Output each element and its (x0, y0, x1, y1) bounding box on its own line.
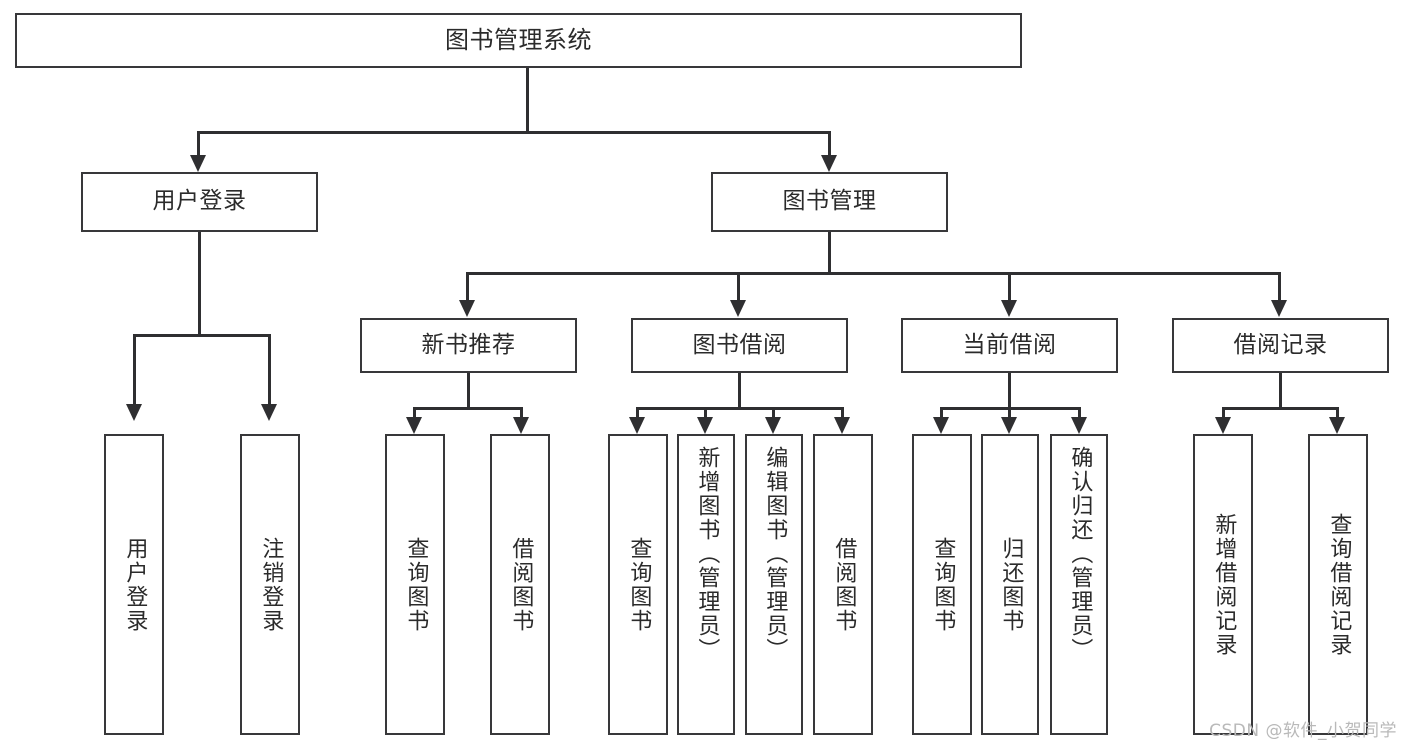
leaf-nb-query-book[interactable]: 查询图书 (385, 434, 445, 735)
arrow-to-borrow-record (1271, 300, 1287, 317)
arrow-bb-leaf-1 (697, 417, 713, 434)
node-book-management[interactable]: 图书管理 (711, 172, 948, 232)
edge-root-bus (197, 131, 831, 134)
edge-cb-leaf-1 (1008, 407, 1011, 419)
edge-bb-leaf-3 (841, 407, 844, 419)
arrow-cb-leaf-1 (1001, 417, 1017, 434)
arrow-br-leaf-1 (1329, 417, 1345, 434)
arrow-nb-leaf-0 (406, 417, 422, 434)
edge-bb-leaf-2 (772, 407, 775, 419)
edge-root-stem (526, 68, 529, 131)
arrow-to-book-mgmt (821, 155, 837, 172)
node-label: 注销登录 (258, 536, 284, 633)
leaf-bb-edit-book[interactable]: 编辑图书（管理员） (745, 434, 803, 735)
node-label: 图书管理系统 (445, 26, 592, 55)
edge-to-new-book (466, 272, 469, 302)
arrow-to-leaf-user-login (126, 404, 142, 421)
edge-nb-leaf-0 (413, 407, 416, 419)
edge-to-borrow-record (1278, 272, 1281, 302)
node-new-book-recommend[interactable]: 新书推荐 (360, 318, 577, 373)
node-label: 借阅图书 (508, 536, 534, 633)
edge-to-current-borrow (1008, 272, 1011, 302)
arrow-br-leaf-0 (1215, 417, 1231, 434)
leaf-user-login[interactable]: 用户登录 (104, 434, 164, 735)
node-label: 借阅记录 (1233, 331, 1328, 358)
leaf-nb-borrow-book[interactable]: 借阅图书 (490, 434, 550, 735)
edge-borrow-record-bus (1222, 407, 1339, 410)
edge-to-leaf-logout (268, 334, 271, 406)
edge-user-login-bus (133, 334, 270, 337)
node-label: 查询图书 (403, 536, 429, 633)
node-user-login[interactable]: 用户登录 (81, 172, 318, 232)
leaf-br-query-record[interactable]: 查询借阅记录 (1308, 434, 1368, 735)
node-label: 借阅图书 (831, 536, 857, 633)
node-current-borrow[interactable]: 当前借阅 (901, 318, 1118, 373)
node-root-system[interactable]: 图书管理系统 (15, 13, 1022, 68)
node-label: 确认归还（管理员） (1067, 446, 1093, 662)
leaf-cb-return-book[interactable]: 归还图书 (981, 434, 1039, 735)
edge-to-book-borrow (737, 272, 740, 302)
node-label: 新增借阅记录 (1211, 512, 1237, 657)
edge-borrow-record-stem (1279, 373, 1282, 407)
node-label: 用户登录 (122, 536, 148, 633)
arrow-to-book-borrow (730, 300, 746, 317)
arrow-cb-leaf-2 (1071, 417, 1087, 434)
arrow-to-user-login (190, 155, 206, 172)
node-label: 编辑图书（管理员） (762, 446, 788, 662)
leaf-cb-confirm-return[interactable]: 确认归还（管理员） (1050, 434, 1108, 735)
edge-book-borrow-stem (738, 373, 741, 407)
leaf-br-add-record[interactable]: 新增借阅记录 (1193, 434, 1253, 735)
edge-root-to-book-mgmt (828, 131, 831, 157)
edge-to-leaf-user-login (133, 334, 136, 406)
node-label: 查询图书 (930, 536, 956, 633)
arrow-nb-leaf-1 (513, 417, 529, 434)
edge-new-book-bus (413, 407, 523, 410)
edge-cb-leaf-2 (1078, 407, 1081, 419)
node-label: 新增图书（管理员） (694, 446, 720, 662)
leaf-bb-add-book[interactable]: 新增图书（管理员） (677, 434, 735, 735)
edge-current-borrow-stem (1008, 373, 1011, 407)
arrow-to-current-borrow (1001, 300, 1017, 317)
arrow-cb-leaf-0 (933, 417, 949, 434)
arrow-bb-leaf-0 (629, 417, 645, 434)
edge-bb-leaf-0 (636, 407, 639, 419)
edge-nb-leaf-1 (520, 407, 523, 419)
node-book-borrow[interactable]: 图书借阅 (631, 318, 848, 373)
node-label: 用户登录 (152, 188, 247, 215)
node-label: 归还图书 (998, 536, 1024, 633)
node-label: 图书管理 (782, 188, 877, 215)
edge-new-book-stem (467, 373, 470, 407)
node-label: 查询借阅记录 (1326, 512, 1352, 657)
edge-br-leaf-0 (1222, 407, 1225, 419)
edge-root-to-user-login (197, 131, 200, 157)
leaf-logout[interactable]: 注销登录 (240, 434, 300, 735)
node-label: 图书借阅 (692, 331, 787, 358)
edge-bb-leaf-1 (704, 407, 707, 419)
edge-cb-leaf-0 (940, 407, 943, 419)
node-label: 当前借阅 (962, 331, 1057, 358)
node-label: 新书推荐 (421, 331, 516, 358)
leaf-bb-query-book[interactable]: 查询图书 (608, 434, 668, 735)
arrow-to-leaf-logout (261, 404, 277, 421)
arrow-bb-leaf-3 (834, 417, 850, 434)
edge-book-mgmt-stem (828, 232, 831, 272)
leaf-cb-query-book[interactable]: 查询图书 (912, 434, 972, 735)
node-borrow-record[interactable]: 借阅记录 (1172, 318, 1389, 373)
edge-book-borrow-bus (636, 407, 844, 410)
leaf-bb-borrow-book[interactable]: 借阅图书 (813, 434, 873, 735)
arrow-to-new-book (459, 300, 475, 317)
edge-user-login-stem (198, 232, 201, 334)
arrow-bb-leaf-2 (765, 417, 781, 434)
edge-book-mgmt-bus (466, 272, 1281, 275)
node-label: 查询图书 (626, 536, 652, 633)
edge-br-leaf-1 (1336, 407, 1339, 419)
